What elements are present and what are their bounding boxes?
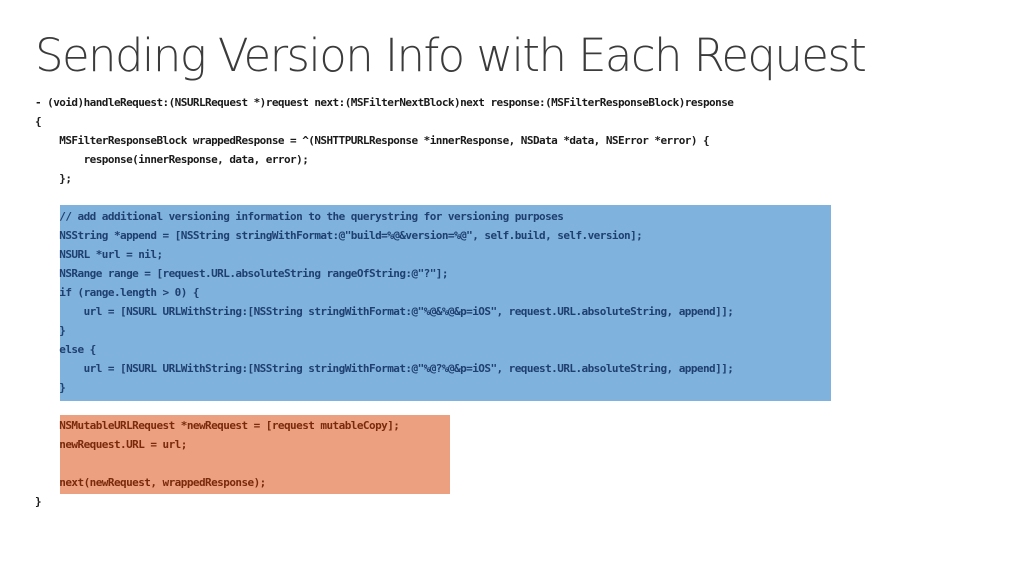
request-code-highlight xyxy=(60,415,450,494)
code-line-wrapped-response: MSFilterResponseBlock wrappedResponse = … xyxy=(35,134,710,147)
code-line-blank xyxy=(35,454,733,473)
code-line-if: if (range.length > 0) { xyxy=(35,286,199,299)
code-line-set-url: newRequest.URL = url; xyxy=(35,438,187,451)
slide-title: Sending Version Info with Each Request xyxy=(35,29,867,82)
code-line-block-close: }; xyxy=(35,172,72,185)
code-line-open-brace: { xyxy=(35,115,42,128)
code-line-url-nil: NSURL *url = nil; xyxy=(35,248,163,261)
code-line-blank xyxy=(35,397,733,416)
code-line-response-call: response(innerResponse, data, error); xyxy=(35,153,309,166)
code-line-comment: // add additional versioning information… xyxy=(35,210,564,223)
code-line-mutable-copy: NSMutableURLRequest *newRequest = [reque… xyxy=(35,419,400,432)
code-line-url-question: url = [NSURL URLWithString:[NSString str… xyxy=(35,362,734,375)
code-line-url-ampersand: url = [NSURL URLWithString:[NSString str… xyxy=(35,305,734,318)
code-block: - (void)handleRequest:(NSURLRequest *)re… xyxy=(35,93,734,511)
code-line-close-brace: } xyxy=(35,495,42,508)
code-line-method-signature: - (void)handleRequest:(NSURLRequest *)re… xyxy=(35,96,734,109)
code-line-next-call: next(newRequest, wrappedResponse); xyxy=(35,476,266,489)
code-line-if-close: } xyxy=(35,324,66,337)
code-line-append: NSString *append = [NSString stringWithF… xyxy=(35,229,643,242)
code-line-range: NSRange range = [request.URL.absoluteStr… xyxy=(35,267,448,280)
versioning-code-highlight xyxy=(60,205,831,401)
code-line-else-close: } xyxy=(35,381,66,394)
code-line-blank xyxy=(35,188,733,207)
code-line-else: else { xyxy=(35,343,96,356)
